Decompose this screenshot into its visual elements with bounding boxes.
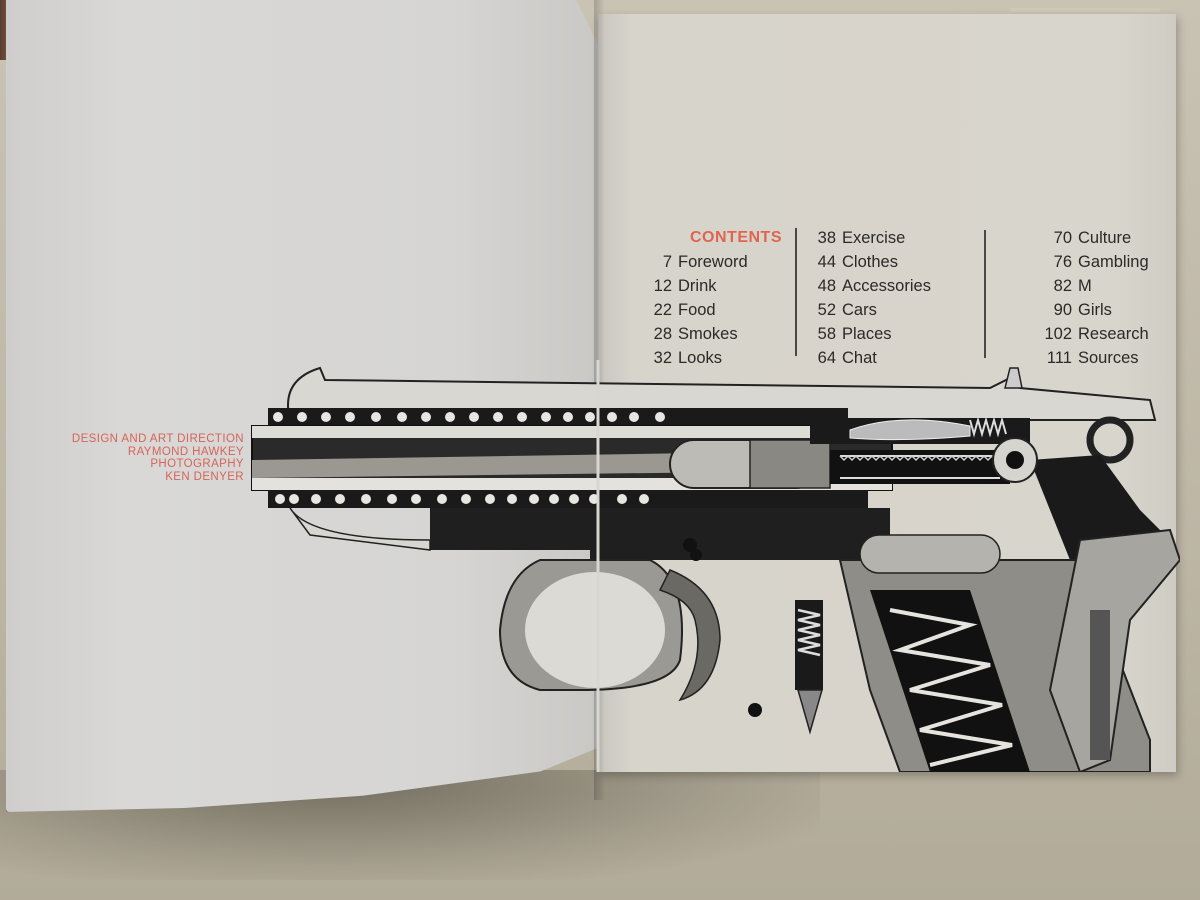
contents-entry: 38 Exercise [816,226,1006,250]
entry-page-number: 22 [653,301,672,319]
contents-column-1: CONTENTS 7 Foreword 12 Drink 22 Food 28 Smok… [640,226,790,370]
entry-title: Food [678,301,716,319]
contents-entry: 12 Drink [640,274,790,298]
entry-page-number: 48 [817,277,836,295]
contents-entry: 28 Smokes [640,322,790,346]
entry-page-number: 111 [1046,349,1072,367]
contents-entry: 7 Foreword [640,250,790,274]
entry-page-number: 38 [817,229,836,247]
credit-line-name-photography: KEN DENYER [165,470,244,483]
contents-entry: 82 M [1042,274,1200,298]
entry-page-number: 44 [817,253,836,271]
contents-entry: 64 Chat [816,346,1006,370]
entry-title: Foreword [678,253,748,271]
entry-title: Culture [1078,229,1132,247]
contents-entry: 44 Clothes [816,250,1006,274]
contents-entry: 52 Cars [816,298,1006,322]
contents-heading: CONTENTS [690,229,782,246]
contents-entry: 32 Looks [640,346,790,370]
page-edge [1010,8,1160,12]
entry-page-number: 28 [653,325,672,343]
entry-title: Cars [842,301,877,319]
contents-entry: 58 Places [816,322,1006,346]
entry-title: Girls [1078,301,1112,319]
entry-page-number: 32 [653,349,672,367]
contents-column-3: 70 Culture 76 Gambling 82 M 90 Girls 102 Rese… [1006,226,1200,370]
entry-title: Gambling [1078,253,1149,271]
entry-title: Looks [678,349,723,367]
entry-page-number: 70 [1053,229,1072,247]
entry-title: Smokes [678,325,738,343]
entry-title: Sources [1078,349,1139,367]
contents-column-divider [984,230,986,358]
entry-title: Research [1078,325,1149,343]
entry-title: Drink [678,277,717,295]
entry-page-number: 76 [1053,253,1072,271]
contents-column-divider [795,228,797,356]
entry-page-number: 64 [817,349,836,367]
contents-entry: 48 Accessories [816,274,1006,298]
entry-title: Clothes [842,253,898,271]
entry-page-number: 7 [662,253,672,271]
contents-entry: 22 Food [640,298,790,322]
entry-title: M [1078,277,1092,295]
credits-block: DESIGN AND ART DIRECTION RAYMOND HAWKEY … [72,433,244,483]
contents-entry: 90 Girls [1042,298,1200,322]
entry-page-number: 52 [817,301,836,319]
entry-page-number: 12 [653,277,672,295]
table-of-contents: CONTENTS 7 Foreword 12 Drink 22 Food 28 Smok… [640,226,1200,370]
entry-title: Places [842,325,892,343]
entry-title: Accessories [842,277,931,295]
contents-entry: 70 Culture [1042,226,1200,250]
contents-entry: 111 Sources [1042,346,1200,370]
pistol-cutaway-illustration [251,360,1180,772]
entry-page-number: 102 [1044,325,1072,343]
entry-title: Exercise [842,229,906,247]
credit-line-role-design: DESIGN AND ART DIRECTION [71,433,244,445]
contents-entry: 102 Research [1042,322,1200,346]
entry-title: Chat [842,349,877,367]
credit-line-role-photography: PHOTOGRAPHY [150,458,244,470]
contents-entry: 76 Gambling [1042,250,1200,274]
contents-column-2: 38 Exercise 44 Clothes 48 Accessories 52 Car… [790,226,1006,370]
entry-page-number: 58 [817,325,836,343]
entry-page-number: 82 [1053,277,1072,295]
entry-page-number: 90 [1053,301,1072,319]
credit-line-name-design: RAYMOND HAWKEY [127,445,244,458]
